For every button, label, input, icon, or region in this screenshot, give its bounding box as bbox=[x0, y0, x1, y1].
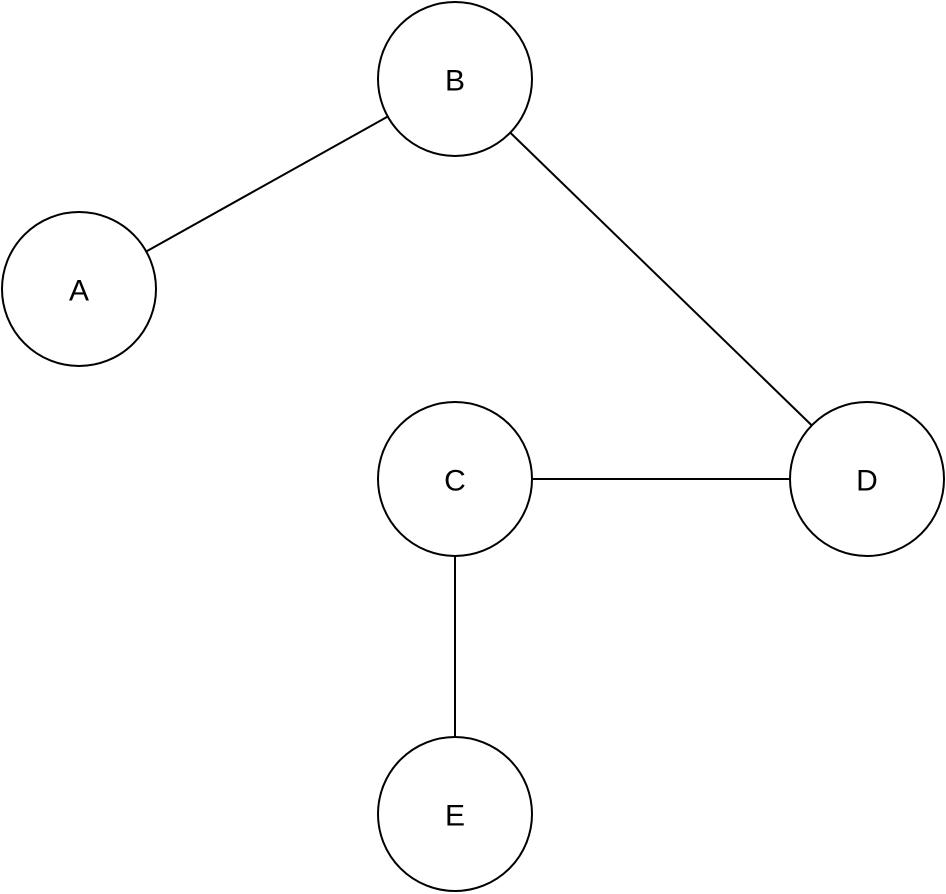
node-c-circle bbox=[377, 401, 533, 557]
edges-layer bbox=[145, 115, 813, 737]
node-e-label: E bbox=[445, 800, 465, 833]
edge-a-b bbox=[145, 115, 389, 253]
node-a-circle bbox=[1, 211, 157, 367]
node-c: C bbox=[377, 401, 533, 557]
edge-b-d bbox=[509, 131, 813, 427]
node-e: E bbox=[377, 736, 533, 892]
node-d-circle bbox=[789, 401, 945, 557]
node-a: A bbox=[1, 211, 157, 367]
node-e-circle bbox=[377, 736, 533, 892]
node-b-circle bbox=[377, 1, 533, 157]
node-a-label: A bbox=[69, 275, 89, 308]
node-b-label: B bbox=[445, 65, 465, 98]
node-d-label: D bbox=[856, 465, 878, 498]
node-b: B bbox=[377, 1, 533, 157]
node-c-label: C bbox=[444, 465, 466, 498]
node-d: D bbox=[789, 401, 945, 557]
